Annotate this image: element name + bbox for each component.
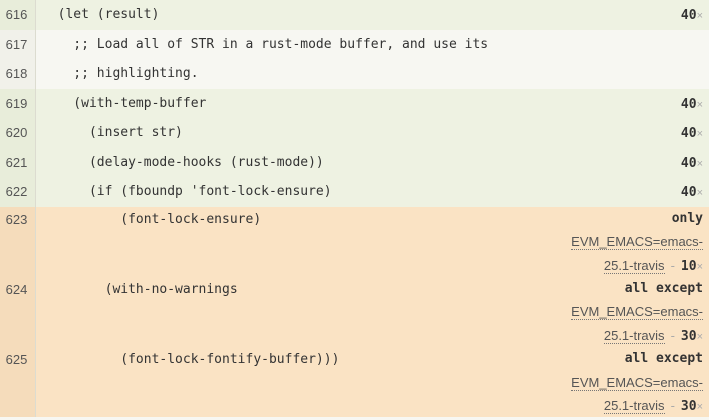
line-number[interactable]: 622 bbox=[0, 177, 36, 207]
code-line-622: 622 (if (fboundp 'font-lock-ensure) 40× bbox=[0, 177, 709, 207]
hit-count: 40 bbox=[680, 185, 697, 200]
line-number[interactable]: 619 bbox=[0, 88, 36, 118]
close-icon[interactable]: × bbox=[696, 157, 703, 170]
coverage-annotation: 40× bbox=[681, 118, 703, 150]
close-icon[interactable]: × bbox=[696, 330, 703, 343]
hit-count: 40 bbox=[680, 126, 697, 141]
coverage-annotation: 40× bbox=[681, 148, 703, 180]
code-line-624: 624 (with-no-warnings all except EVM_EMAC… bbox=[0, 276, 709, 350]
close-icon[interactable]: × bbox=[696, 128, 703, 140]
close-icon[interactable]: × bbox=[696, 10, 703, 22]
line-number[interactable]: 621 bbox=[0, 147, 36, 177]
code-line-621: 621 (delay-mode-hooks (rust-mode)) 40× bbox=[0, 147, 709, 180]
hit-count: 40 bbox=[680, 155, 697, 171]
code-text: (font-lock-ensure) bbox=[42, 211, 262, 227]
separator: - bbox=[670, 398, 675, 414]
qualifier: all except bbox=[624, 280, 703, 296]
code-text: (insert str) bbox=[42, 125, 183, 140]
hit-count: 30 bbox=[680, 328, 697, 344]
hit-count: 40 bbox=[680, 8, 697, 23]
line-number[interactable]: 625 bbox=[0, 347, 36, 418]
separator: - bbox=[670, 257, 675, 273]
code-line-625: 625 (font-lock-fontify-buffer))) all exce… bbox=[0, 347, 709, 420]
close-icon[interactable]: × bbox=[696, 98, 703, 111]
code-line-616: 616 (let (result) 40× bbox=[0, 0, 709, 30]
code-line-618: 618 ;; highlighting. bbox=[0, 59, 709, 89]
code-text: (let (result) bbox=[42, 7, 160, 22]
code-text: (if (fboundp 'font-lock-ensure) bbox=[42, 184, 332, 199]
code-line-620: 620 (insert str) 40× bbox=[0, 118, 709, 148]
code-text: (font-lock-fontify-buffer))) bbox=[42, 352, 340, 368]
code-text: (with-temp-buffer bbox=[42, 95, 207, 111]
env-link[interactable]: 25.1-travis bbox=[603, 257, 665, 274]
line-number[interactable]: 617 bbox=[0, 29, 36, 59]
code-line-617: 617 ;; Load all of STR in a rust-mode bu… bbox=[0, 29, 709, 59]
line-number[interactable]: 616 bbox=[0, 0, 36, 30]
close-icon[interactable]: × bbox=[696, 187, 703, 199]
code-text: ;; Load all of STR in a rust-mode buffer… bbox=[42, 36, 489, 52]
env-link[interactable]: EVM_EMACS=emacs- bbox=[571, 304, 703, 321]
env-link[interactable]: EVM_EMACS=emacs- bbox=[571, 374, 703, 391]
env-link[interactable]: 25.1-travis bbox=[603, 398, 665, 415]
env-link[interactable]: 25.1-travis bbox=[603, 327, 665, 344]
line-number[interactable]: 624 bbox=[0, 276, 36, 348]
line-number[interactable]: 620 bbox=[0, 118, 36, 148]
qualifier: only bbox=[671, 210, 703, 226]
code-text: (with-no-warnings bbox=[42, 281, 238, 297]
coverage-annotation: 40× bbox=[681, 0, 703, 32]
hit-count: 10 bbox=[680, 258, 697, 274]
coverage-annotation: 40× bbox=[681, 177, 703, 209]
line-number[interactable]: 618 bbox=[0, 59, 36, 89]
coverage-annotation: only EVM_EMACS=emacs- 25.1-travis-10× bbox=[571, 207, 703, 280]
coverage-annotation: 40× bbox=[681, 89, 703, 121]
code-text: ;; highlighting. bbox=[42, 66, 199, 81]
env-link[interactable]: EVM_EMACS=emacs- bbox=[571, 234, 703, 250]
line-number[interactable]: 623 bbox=[0, 206, 36, 277]
coverage-annotation: all except EVM_EMACS=emacs- 25.1-travis-… bbox=[571, 277, 703, 350]
close-icon[interactable]: × bbox=[696, 401, 703, 414]
separator: - bbox=[670, 327, 675, 343]
code-line-623: 623 (font-lock-ensure) only EVM_EMACS=ema… bbox=[0, 206, 709, 280]
code-line-619: 619 (with-temp-buffer 40× bbox=[0, 88, 709, 121]
qualifier: all except bbox=[624, 351, 703, 367]
hit-count: 30 bbox=[680, 399, 697, 415]
close-icon[interactable]: × bbox=[696, 260, 703, 273]
code-text: (delay-mode-hooks (rust-mode)) bbox=[42, 154, 324, 170]
hit-count: 40 bbox=[680, 96, 697, 112]
coverage-annotation: all except EVM_EMACS=emacs- 25.1-travis-… bbox=[571, 347, 703, 420]
